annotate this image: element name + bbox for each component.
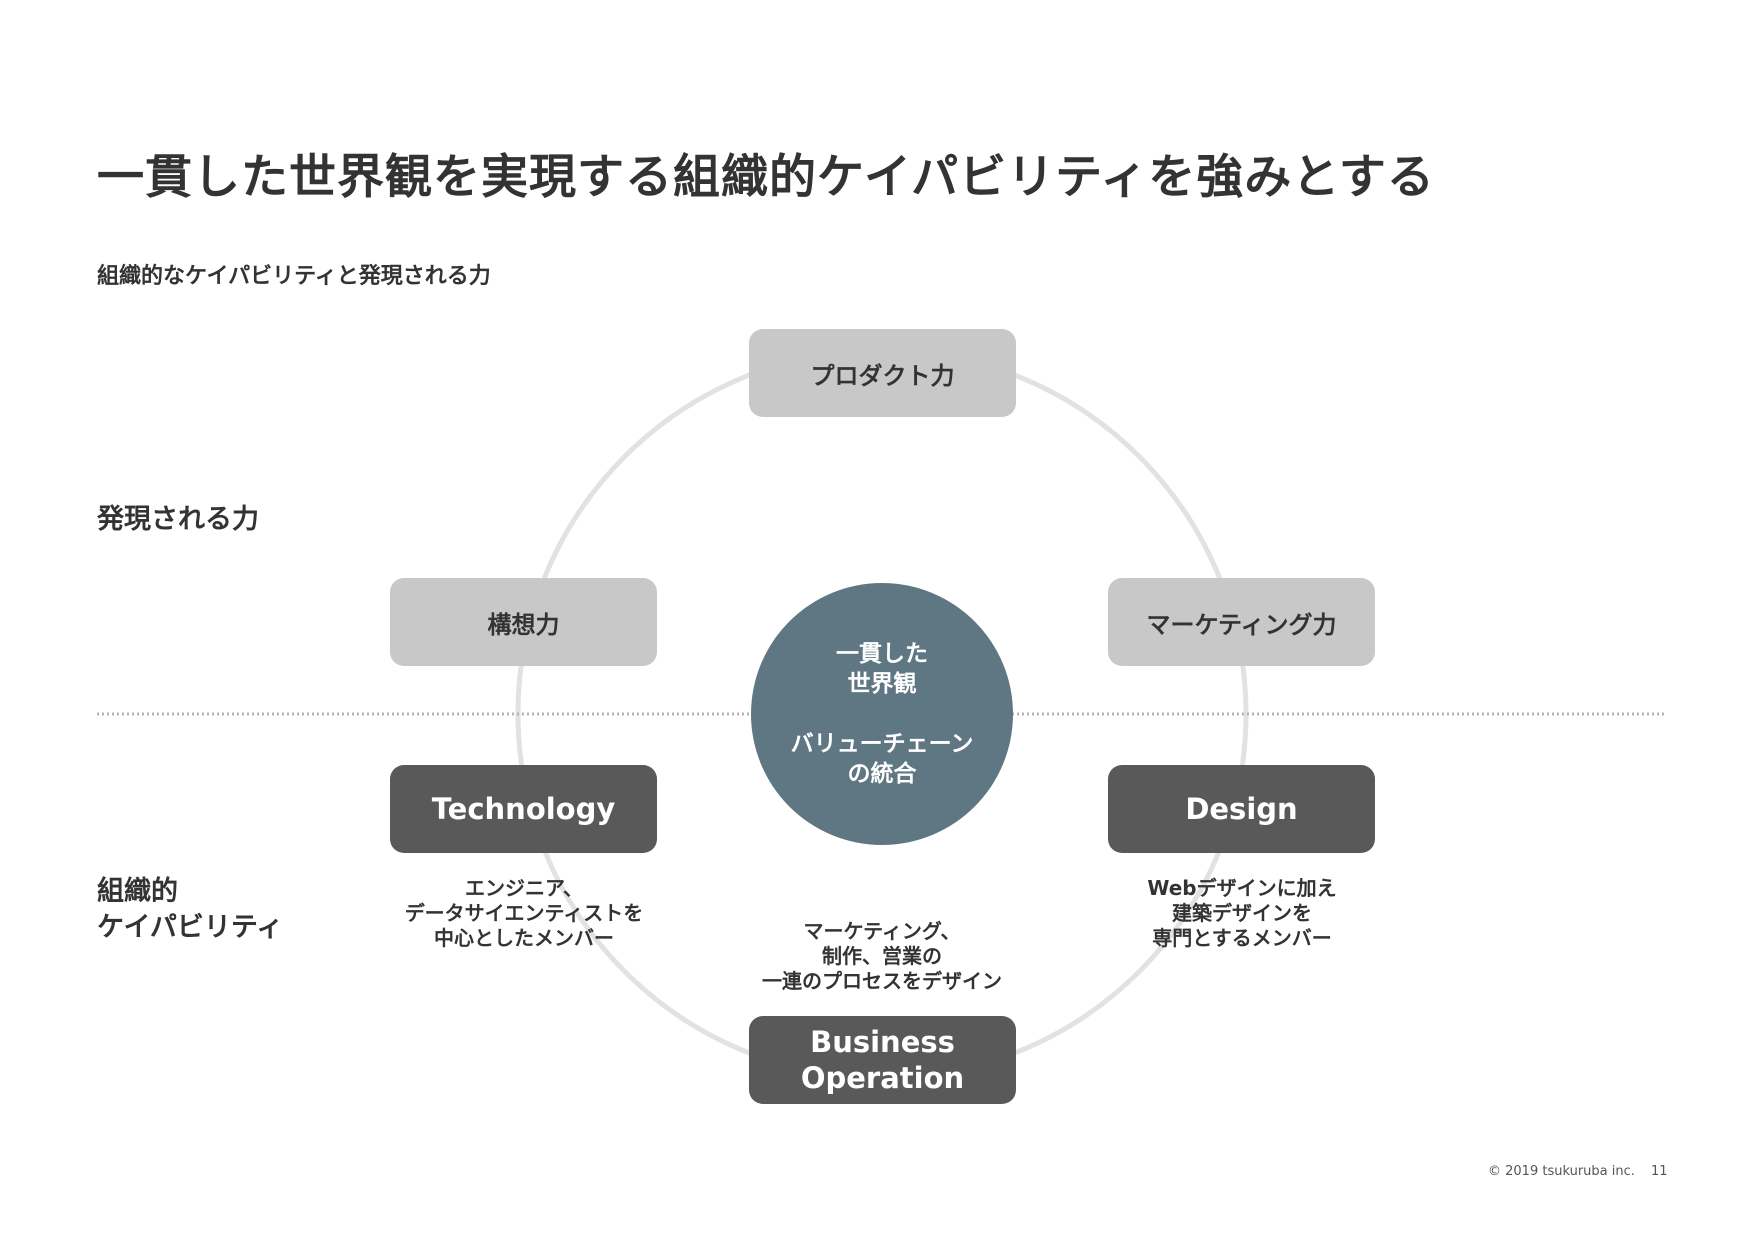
center-text-line: 一貫した: [836, 641, 928, 667]
capability-box-business-operation: Business Operation: [749, 1016, 1016, 1104]
section-subtitle: 組織的なケイパビリティと発現される力: [97, 264, 491, 289]
center-text-line: バリューチェーン: [790, 731, 974, 757]
page-number: 11: [1651, 1164, 1668, 1179]
page-title: 一貫した世界観を実現する組織的ケイパビリティを強みとする: [97, 150, 1435, 205]
label-emerging-power: 発現される力: [97, 504, 259, 535]
desc-technology: エンジニア、 データサイエンティストを 中心としたメンバー: [404, 876, 644, 950]
power-box-marketing: マーケティング力: [1108, 578, 1375, 666]
label-org-capability: 組織的 ケイパビリティ: [97, 876, 284, 943]
capability-box-design: Design: [1108, 765, 1375, 853]
copyright: © 2019 tsukuruba inc.: [1488, 1164, 1635, 1179]
center-circle: 一貫した 世界観 バリューチェーン の統合: [751, 583, 1013, 845]
desc-design: Webデザインに加え 建築デザインを 専門とするメンバー: [1147, 876, 1337, 950]
center-text-line: の統合: [847, 761, 917, 787]
capability-box-technology: Technology: [390, 765, 657, 853]
power-box-concept: 構想力: [390, 578, 657, 666]
center-text-line: 世界観: [847, 671, 917, 697]
power-box-product: プロダクト力: [749, 329, 1016, 417]
desc-business-operation: マーケティング、 制作、営業の 一連のプロセスをデザイン: [762, 919, 1002, 993]
